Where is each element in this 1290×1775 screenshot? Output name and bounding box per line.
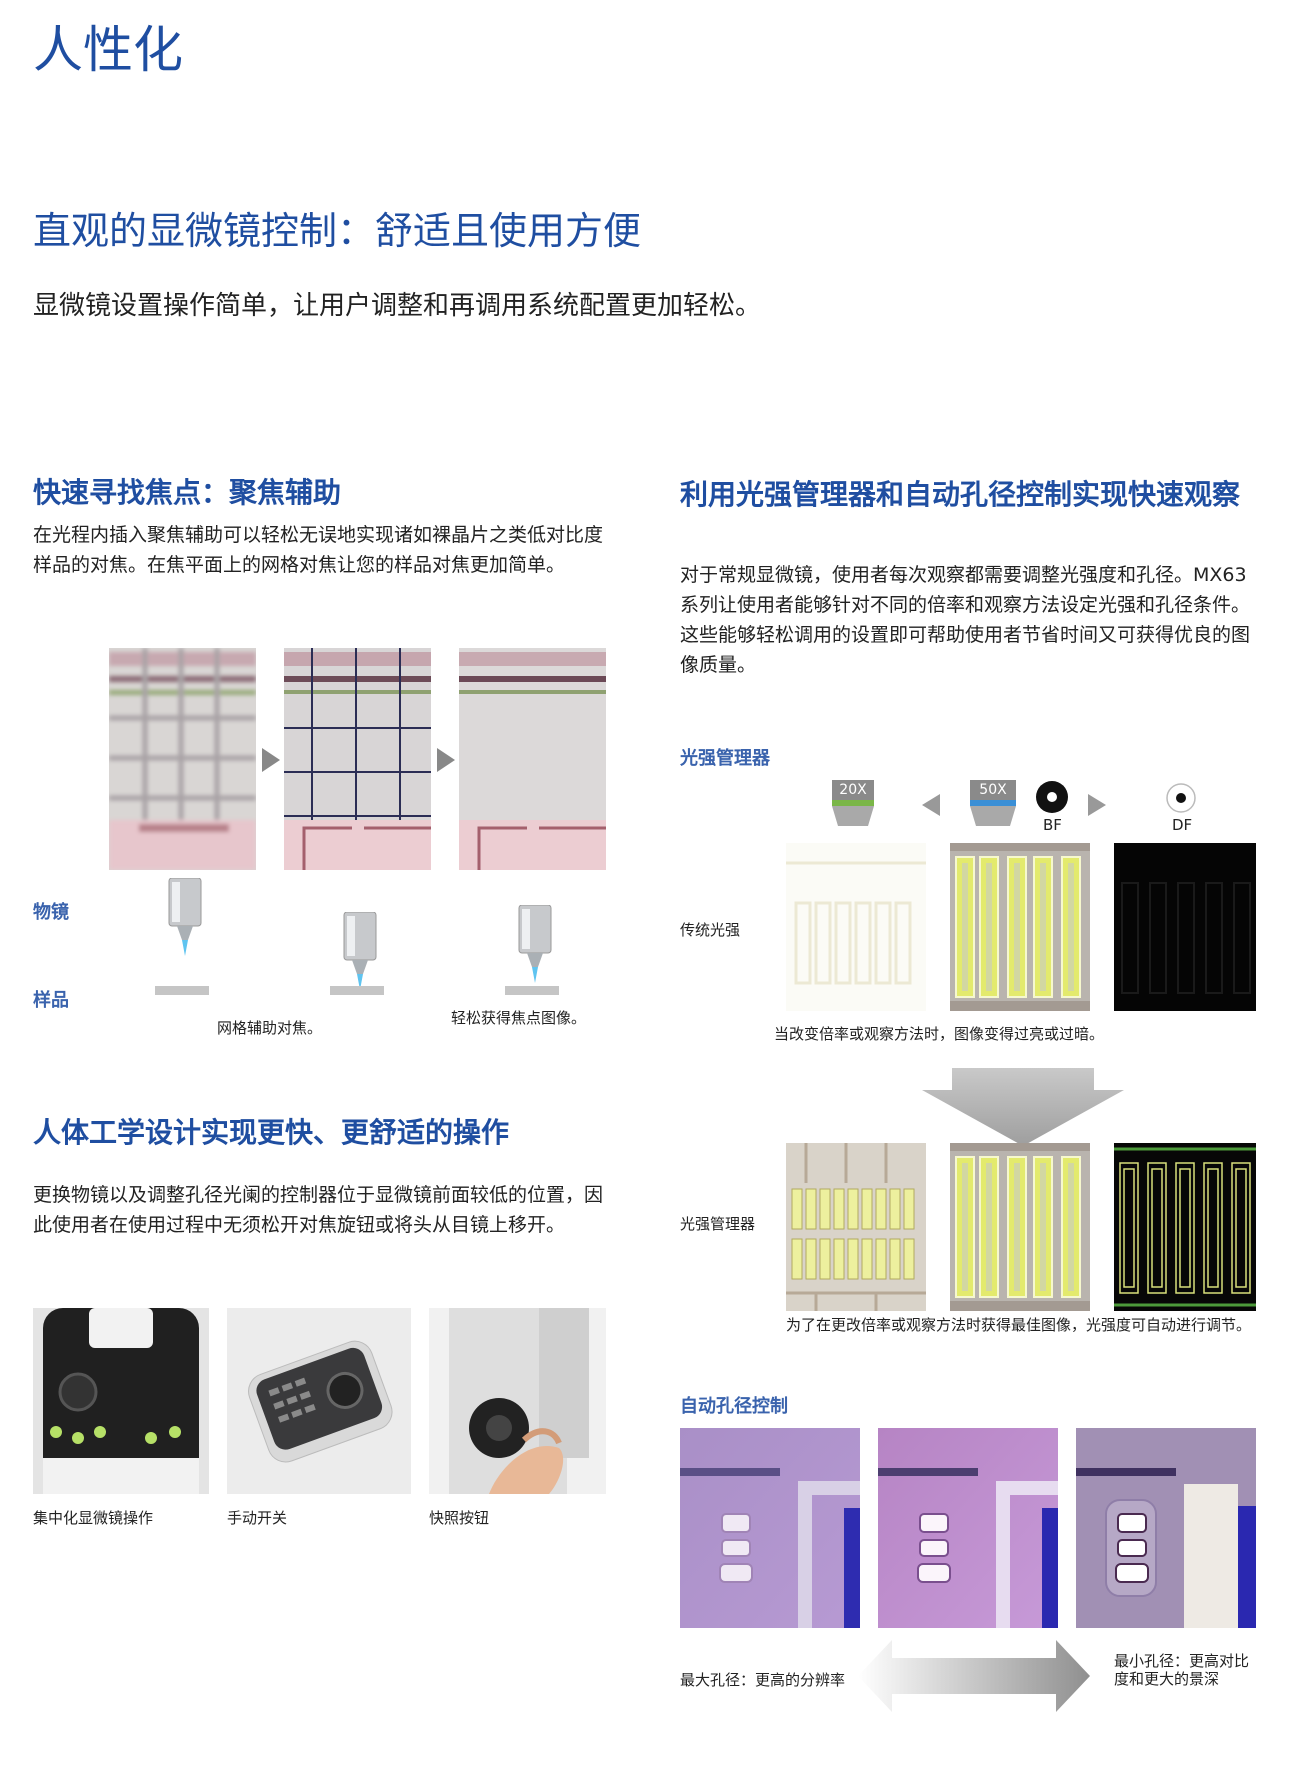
caption-grid-focus: 网格辅助对焦。 — [217, 1019, 323, 1037]
objective-50x-label: 50X — [970, 780, 1016, 800]
light-body: 对于常规显微镜，使用者每次观察都需要调整光强度和孔径。MX63系列让使用者能够针… — [680, 564, 1251, 676]
arrow-right-icon — [262, 748, 280, 772]
objective-20x-label: 20X — [832, 780, 874, 800]
ergonomics-body: 更换物镜以及调整孔径光阑的控制器位于显微镜前面较低的位置，因此使用者在使用过程中… — [33, 1184, 604, 1236]
page-lead: 显微镜设置操作简单，让用户调整和再调用系统配置更加轻松。 — [33, 291, 762, 321]
sample-slide — [330, 986, 384, 995]
caption-central-controls: 集中化显微镜操作 — [33, 1509, 154, 1527]
row-traditional-label: 传统光强 — [680, 921, 741, 939]
image-traditional-dark — [1114, 843, 1256, 1011]
image-manager-50x — [950, 1143, 1090, 1311]
photo-snapshot-button — [429, 1308, 606, 1494]
objective-lens-icon — [518, 905, 552, 983]
image-aperture-mid — [878, 1428, 1058, 1628]
photo-central-controls — [33, 1308, 209, 1494]
caption-snapshot-button: 快照按钮 — [429, 1509, 490, 1527]
caption-easy-focus: 轻松获得焦点图像。 — [451, 1009, 587, 1027]
caption-traditional: 当改变倍率或观察方法时，图像变得过亮或过暗。 — [774, 1025, 1105, 1043]
label-objective: 物镜 — [33, 902, 69, 923]
caption-aperture-max: 最大孔径：更高的分辨率 — [680, 1671, 846, 1689]
caption-hand-switch: 手动开关 — [227, 1509, 288, 1527]
df-label: DF — [1172, 816, 1193, 834]
image-traditional-overexposed — [786, 843, 926, 1011]
page-subtitle: 直观的显微镜控制：舒适且使用方便 — [33, 209, 642, 253]
image-manager-df — [1114, 1143, 1256, 1311]
bf-icon — [1036, 781, 1068, 813]
caption-manager: 为了在更改倍率或观察方法时获得最佳图像，光强度可自动进行调节。 — [786, 1316, 1252, 1334]
photo-hand-switch — [227, 1308, 411, 1494]
objective-20x-icon: 20X — [832, 780, 874, 828]
focus-image-blurred — [109, 648, 256, 870]
df-icon — [1166, 783, 1196, 813]
aperture-heading: 自动孔径控制 — [680, 1396, 788, 1417]
focus-body: 在光程内插入聚焦辅助可以轻松无误地实现诸如裸晶片之类低对比度样品的对焦。在焦平面… — [33, 524, 604, 576]
label-sample: 样品 — [33, 990, 69, 1011]
row-manager-label: 光强管理器 — [680, 1215, 756, 1233]
focus-image-sharp — [459, 648, 606, 870]
bf-label: BF — [1043, 816, 1062, 834]
page-title: 人性化 — [33, 21, 183, 79]
caption-aperture-min: 最小孔径：更高对比度和更大的景深 — [1114, 1652, 1250, 1688]
focus-image-grid — [284, 648, 431, 870]
light-title: 利用光强管理器和自动孔径控制实现快速观察 — [680, 478, 1241, 511]
arrow-right-icon — [1088, 794, 1106, 816]
objective-lens-icon — [343, 912, 377, 990]
image-manager-20x — [786, 1143, 926, 1311]
image-traditional-normal — [950, 843, 1090, 1011]
focus-title: 快速寻找焦点：聚焦辅助 — [33, 476, 342, 509]
ergonomics-title: 人体工学设计实现更快、更舒适的操作 — [33, 1116, 510, 1149]
light-manager-heading: 光强管理器 — [680, 748, 770, 769]
objective-50x-icon: 50X — [970, 780, 1016, 828]
sample-slide — [505, 986, 559, 995]
arrow-right-icon — [437, 748, 455, 772]
double-arrow-icon — [858, 1640, 1090, 1712]
sample-slide — [155, 986, 209, 995]
arrow-left-icon — [922, 794, 940, 816]
image-aperture-max — [680, 1428, 860, 1628]
arrow-down-icon — [922, 1068, 1124, 1146]
objective-lens-icon — [168, 878, 202, 956]
image-aperture-min — [1076, 1428, 1256, 1628]
